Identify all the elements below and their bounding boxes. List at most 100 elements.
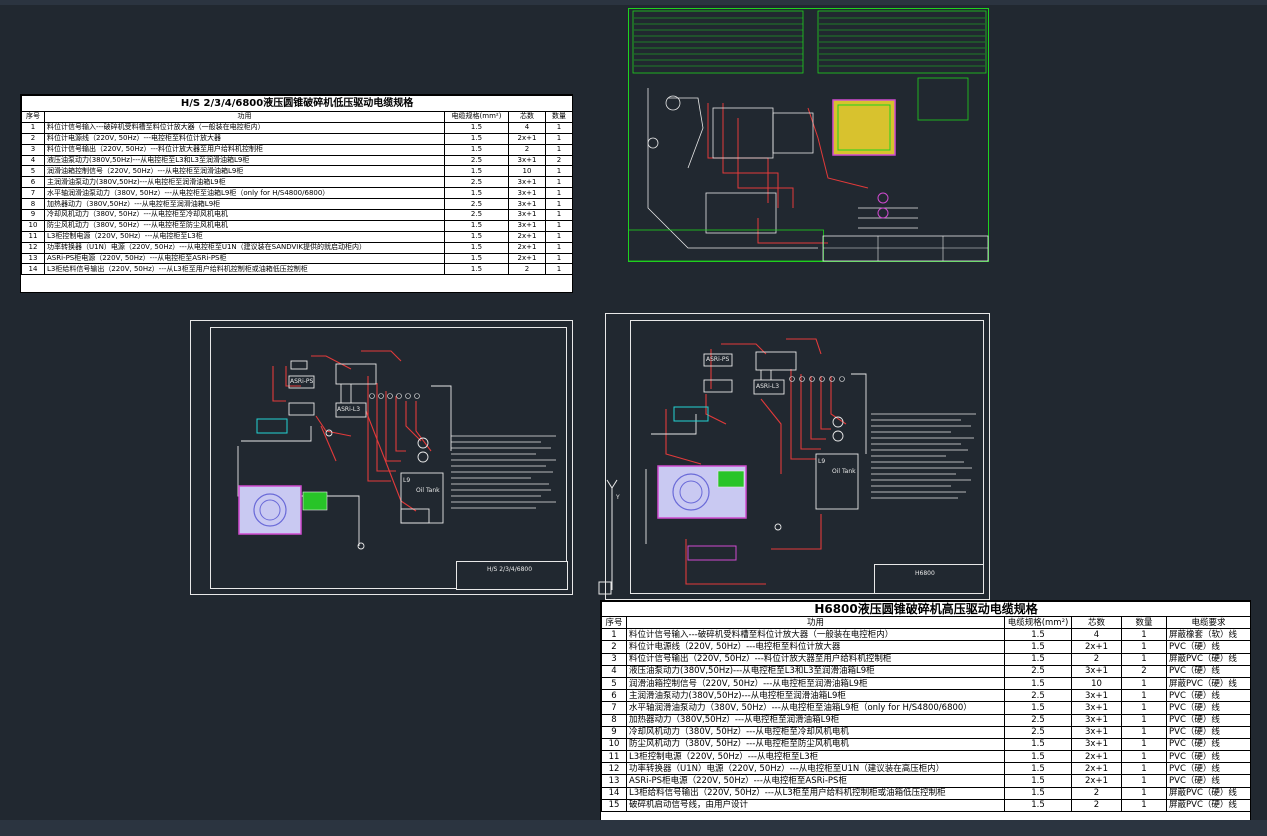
table-cell: 3x+1 xyxy=(1071,664,1122,678)
table-cell: 2 xyxy=(1071,798,1122,813)
table-cell: 1.5 xyxy=(444,143,509,156)
green-wiring-sheet[interactable] xyxy=(628,8,989,262)
table-cell: 2 xyxy=(1071,652,1122,666)
low_table-header-4: 数量 xyxy=(544,111,574,123)
table-cell: 1 xyxy=(601,628,627,642)
table-cell: 1.5 xyxy=(1004,640,1072,654)
table-cell: 1 xyxy=(544,241,574,254)
table-cell: 主润滑油泵动力(380V,50Hz)---从电控柜至润滑油箱L9柜 xyxy=(44,176,445,189)
table-cell: 10 xyxy=(21,219,45,232)
table-cell: 4 xyxy=(601,664,627,678)
low-voltage-drawing-sheet[interactable]: ASRi-PS ASRi-L3 L9 Oil Tank H/S 2/3/4/68… xyxy=(190,320,573,595)
table-cell: L3柜控制电源（220V, 50Hz）---从电控柜至L3柜 xyxy=(44,230,445,243)
table-cell: 1 xyxy=(1121,652,1167,666)
high-voltage-cable-table: H6800液压圆锥破碎机高压驱动电缆规格 序号功用电缆规格(mm²)芯数数量电缆… xyxy=(600,600,1252,822)
table-cell: 润滑油箱控制信号（220V, 50Hz）---从电控柜至润滑油箱L9柜 xyxy=(44,165,445,178)
table-cell: 料位计信号输出（220V, 50Hz）---料位计放大器至用户给料机控制柜 xyxy=(626,652,1005,666)
high_table-header-1: 功用 xyxy=(626,615,1005,630)
table-cell: 3x+1 xyxy=(508,209,546,221)
table-cell: 2.5 xyxy=(1004,689,1072,703)
table-cell: PVC（硬）线 xyxy=(1165,737,1252,752)
table-cell: 2 xyxy=(544,154,574,167)
table-cell: 屏蔽PVC（硬）线 xyxy=(1165,676,1252,691)
table-cell: 液压油泵动力(380V,50Hz)---从电控柜至L3和L3至润滑油箱L9柜 xyxy=(44,154,445,167)
table-cell: 3x+1 xyxy=(508,154,546,167)
high-label-asri-l3: ASRi-L3 xyxy=(756,383,780,390)
table-cell: 9 xyxy=(21,209,45,221)
table-cell: 14 xyxy=(601,786,627,800)
table-cell: 1.5 xyxy=(1004,750,1072,764)
table-cell: 3x+1 xyxy=(1071,701,1122,715)
table-cell: 2x+1 xyxy=(508,132,546,145)
table-cell: 4 xyxy=(21,154,45,167)
table-cell: 加热器动力（380V,50Hz）---从电控柜至润滑油箱L9柜 xyxy=(44,198,445,211)
table-cell: 1.5 xyxy=(444,121,509,134)
table-cell: ASRi-PS柜电源（220V, 50Hz）---从电控柜至ASRi-PS柜 xyxy=(626,774,1005,788)
table-cell: 2 xyxy=(508,263,546,276)
table-cell: L3柜控制电源（220V, 50Hz）---从电控柜至L3柜 xyxy=(626,750,1005,764)
table-cell: 11 xyxy=(21,230,45,243)
high-table-title: H6800液压圆锥破碎机高压驱动电缆规格 xyxy=(600,601,1252,617)
table-cell: 9 xyxy=(601,725,627,739)
table-cell: PVC（硬）线 xyxy=(1165,762,1252,776)
low_table-header-2: 电缆规格(mm²) xyxy=(444,111,509,123)
table-cell: 2 xyxy=(601,640,627,654)
table-cell: 加热器动力（380V,50Hz）---从电控柜至润滑油箱L9柜 xyxy=(626,713,1005,727)
table-cell: 料位计信号输入---破碎机受料槽至料位计放大器（一般装在电控柜内） xyxy=(44,121,445,134)
table-cell: 2.5 xyxy=(444,154,509,167)
high-voltage-drawing-sheet[interactable]: ASRi-PS ASRi-L3 L9 Oil Tank H6800 xyxy=(605,313,990,600)
low-voltage-schematic xyxy=(237,350,556,550)
table-cell: 液压油泵动力(380V,50Hz)---从电控柜至L3和L3至润滑油箱L9柜 xyxy=(626,664,1005,678)
low-voltage-cable-table: H/S 2/3/4/6800液压圆锥破碎机低压驱动电缆规格 序号功用电缆规格(m… xyxy=(20,94,574,293)
table-cell: 屏蔽橡套（软）线 xyxy=(1165,628,1252,642)
table-cell: 2.5 xyxy=(1004,664,1072,678)
table-cell: 4 xyxy=(508,121,546,134)
table-cell: 料位计信号输出（220V, 50Hz）---料位计放大器至用户给料机控制柜 xyxy=(44,143,445,156)
table-cell: 功率转换器（U1N）电源（220V, 50Hz）---从电控柜至U1N（建议装在… xyxy=(44,241,445,254)
table-cell: 润滑油箱控制信号（220V, 50Hz）---从电控柜至润滑油箱L9柜 xyxy=(626,676,1005,691)
high-table-header-row: 序号功用电缆规格(mm²)芯数数量电缆要求 xyxy=(601,615,1252,630)
table-cell: 3x+1 xyxy=(1071,713,1122,727)
table-cell: 2 xyxy=(21,132,45,145)
table-cell: 3x+1 xyxy=(508,176,546,189)
table-cell: 1.5 xyxy=(1004,786,1072,800)
table-cell: 15 xyxy=(601,798,627,813)
low-table-title: H/S 2/3/4/6800液压圆锥破碎机低压驱动电缆规格 xyxy=(20,95,574,112)
table-cell: 12 xyxy=(21,241,45,254)
table-cell: 2.5 xyxy=(444,209,509,221)
table-cell: 冷却风机动力（380V, 50Hz）---从电控柜至冷却风机电机 xyxy=(44,209,445,221)
table-cell: 1 xyxy=(1121,774,1167,788)
high-voltage-schematic xyxy=(645,338,976,585)
table-cell: 13 xyxy=(601,774,627,788)
table-cell: 功率转换器（U1N）电源（220V, 50Hz）---从电控柜至U1N（建议装在… xyxy=(626,762,1005,776)
table-cell: 防尘风机动力（380V, 50Hz）---从电控柜至防尘风机电机 xyxy=(44,219,445,232)
table-cell: 1 xyxy=(1121,786,1167,800)
table-cell: 13 xyxy=(21,252,45,265)
table-cell: 1 xyxy=(1121,725,1167,739)
table-cell: PVC（硬）线 xyxy=(1165,713,1252,727)
table-cell: 料位计电源线（220V, 50Hz）---电控柜至料位计放大器 xyxy=(626,640,1005,654)
table-cell: 1 xyxy=(1121,737,1167,752)
table-cell: 1.5 xyxy=(444,219,509,232)
table-cell: 1 xyxy=(544,198,574,211)
table-cell: 2.5 xyxy=(444,198,509,211)
table-cell: 2.5 xyxy=(444,176,509,189)
table-cell: 2 xyxy=(1071,786,1122,800)
table-cell: 5 xyxy=(21,165,45,178)
high_table-header-4: 数量 xyxy=(1121,615,1167,630)
table-cell: 8 xyxy=(21,198,45,211)
table-cell: 1.5 xyxy=(444,132,509,145)
table-cell: 3 xyxy=(601,652,627,666)
table-cell: 1.5 xyxy=(1004,701,1072,715)
table-cell: 1 xyxy=(1121,750,1167,764)
